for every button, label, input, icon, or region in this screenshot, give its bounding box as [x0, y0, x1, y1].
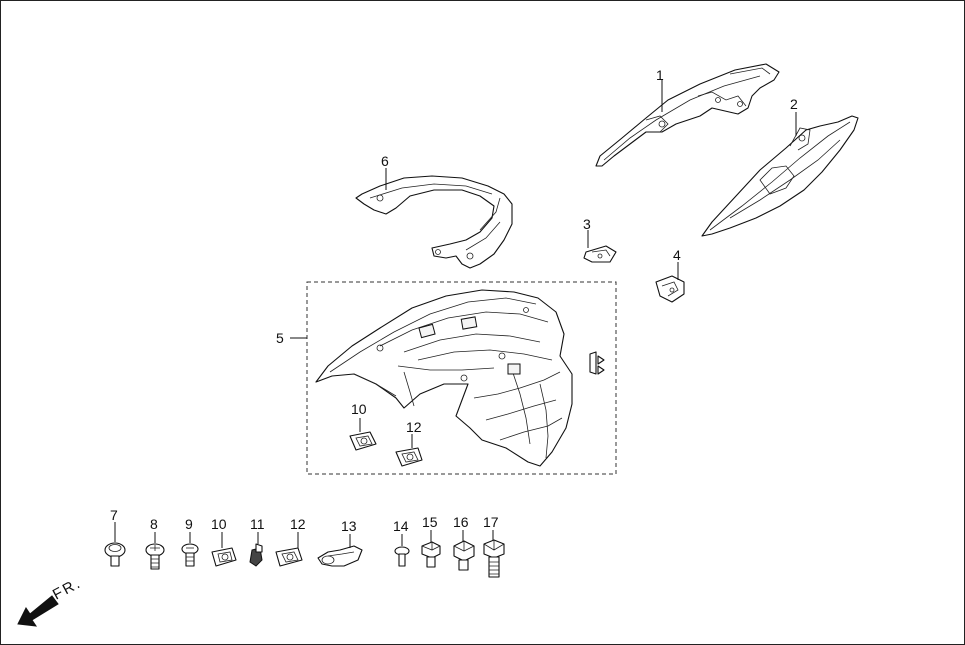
callout-13: 13: [341, 518, 357, 534]
part-17-flange-bolt: [483, 539, 505, 578]
callout-8: 8: [150, 516, 158, 532]
callout-12: 12: [290, 516, 306, 532]
part-9-screw: [181, 543, 199, 567]
callout-10-box: 10: [351, 401, 367, 417]
callout-6: 6: [381, 153, 389, 169]
callout-3: 3: [583, 216, 591, 232]
callout-12-box: 12: [406, 419, 422, 435]
assembly-box-5: [306, 281, 617, 475]
part-15-bolt: [421, 541, 441, 568]
callout-5: 5: [276, 330, 284, 346]
part-12-nut-clip: [275, 547, 303, 567]
callout-16: 16: [453, 514, 469, 530]
part-4-bracket: [655, 275, 685, 303]
callout-10: 10: [211, 516, 227, 532]
callout-1: 1: [656, 67, 664, 83]
part-8-screw: [145, 543, 165, 570]
part-5-rear-fender: [315, 289, 573, 467]
part-11-clip: [249, 543, 263, 567]
callout-4: 4: [673, 247, 681, 263]
callout-17: 17: [483, 514, 499, 530]
arrow-down-left-icon: [17, 595, 59, 627]
callout-9: 9: [185, 516, 193, 532]
part-2-side-cover: [701, 115, 859, 237]
part-10-nut-clip: [211, 547, 237, 567]
part-12-nut-clip-in-box: [395, 447, 423, 467]
part-16-bolt: [453, 540, 475, 571]
part-14-rivet: [394, 546, 410, 567]
callout-14: 14: [393, 518, 409, 534]
callout-11: 11: [250, 516, 265, 532]
callout-15: 15: [422, 514, 438, 530]
part-10-nut-clip-in-box: [349, 431, 377, 451]
front-direction-label: FR.: [50, 574, 85, 603]
part-6-grab-rail: [355, 175, 513, 269]
part-13-cable-tie: [317, 545, 363, 567]
clip-symbol: [589, 351, 605, 375]
callout-7: 7: [110, 507, 118, 523]
part-3-bracket: [583, 245, 617, 263]
part-1-side-cover: [595, 63, 780, 167]
callout-2: 2: [790, 96, 798, 112]
part-7-bolt: [104, 542, 126, 567]
